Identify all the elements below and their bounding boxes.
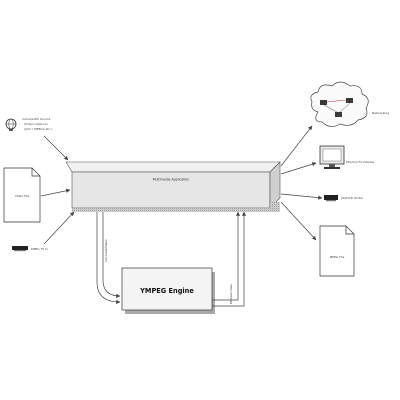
document-icon [319, 225, 355, 277]
monitor-icon [319, 145, 345, 169]
disc-drive-icon [324, 195, 338, 202]
engine-label: YMPEG Engine [139, 287, 194, 295]
output-cd-dvd: CD/DVD Writer [280, 193, 364, 202]
main-box-label: Multimedia Application [153, 178, 190, 182]
bitstream-data-link: Bitstream Data [212, 211, 247, 307]
bitstream-data-label: Bitstream Data [229, 284, 233, 304]
command-status-link: Command/Status [96, 212, 121, 305]
camera-source-label: Camera/DV Source [22, 117, 51, 121]
monitor-label: Monitor/TV Display [346, 160, 375, 164]
multimedia-application-box: Multimedia Application [65, 161, 281, 212]
output-networking: Networking [280, 81, 389, 167]
input-ts: MPEG TS In [12, 211, 75, 252]
command-status-label: Command/Status [104, 239, 108, 262]
cloud-network-icon [310, 81, 369, 127]
globe-icon [5, 118, 17, 131]
mpeg-file-label: MPEG File [330, 255, 345, 259]
ts-input-label: MPEG TS In [31, 247, 48, 251]
input-camera-source: Camera/DV Source (Video Capture) (AVC / … [5, 117, 69, 161]
camera-source-sublabel-2: (AVC / MPEG2 etc.) [24, 127, 52, 131]
output-monitor: Monitor/TV Display [280, 145, 375, 175]
camera-source-sublabel: (Video Capture) [24, 122, 48, 126]
ts-card-icon [12, 246, 28, 252]
output-mpeg-file: MPEG File [280, 201, 355, 277]
document-icon [3, 167, 41, 223]
input-video-file: Video File [3, 167, 71, 223]
ympeg-engine-box: YMPEG Engine [121, 267, 215, 314]
networking-label: Networking [372, 111, 389, 115]
video-file-label: Video File [15, 194, 30, 198]
cd-dvd-label: CD/DVD Writer [341, 196, 364, 200]
